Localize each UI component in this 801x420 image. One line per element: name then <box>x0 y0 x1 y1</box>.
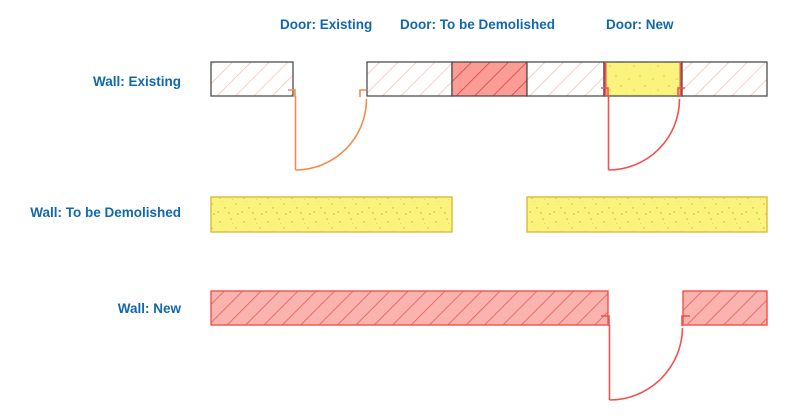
wall-segment-demolished-a <box>210 196 453 233</box>
wall-segment-existing-c <box>526 61 605 97</box>
column-header-door-new: Door: New <box>606 17 674 32</box>
row-header-wall-new: Wall: New <box>117 301 181 316</box>
row-header-wall-existing: Wall: Existing <box>92 74 181 89</box>
door-existing-swing <box>288 89 368 171</box>
door-new-swing-row3 <box>601 315 690 401</box>
row-wall-new-graphics <box>210 290 768 401</box>
wall-segment-new-b <box>682 290 768 326</box>
row-header-wall-demolished: Wall: To be Demolished <box>30 205 181 220</box>
wall-segment-existing-d <box>681 61 768 97</box>
door-new-swing-row1 <box>601 87 685 171</box>
row-wall-demolished-graphics <box>210 196 768 233</box>
wall-segment-existing-a <box>210 61 294 97</box>
wall-segment-new-a <box>210 290 609 326</box>
door-demolished-block <box>451 61 528 97</box>
wall-segment-demolished-b <box>526 196 768 233</box>
wall-segment-existing-b <box>366 61 453 97</box>
row-wall-existing-graphics <box>210 61 768 171</box>
door-new-opening-block <box>603 61 683 97</box>
column-header-door-existing: Door: Existing <box>280 17 373 32</box>
column-header-door-demolished: Door: To be Demolished <box>400 17 556 32</box>
